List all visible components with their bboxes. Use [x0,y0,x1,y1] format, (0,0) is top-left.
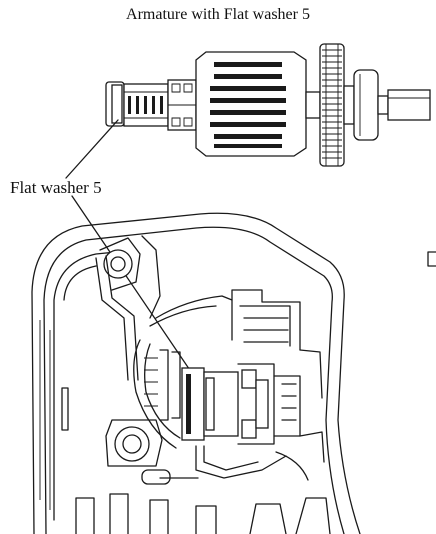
armature-drawing [105,43,431,167]
leader-line-armature [65,119,119,179]
fan-blades [322,44,342,166]
figure-title: Armature with Flat washer 5 [126,6,310,23]
armature-core-slots [210,62,286,148]
gear-housing-drawing [31,212,361,534]
callout-label-flat-washer: Flat washer 5 [10,178,102,197]
page-bracket [427,251,436,267]
